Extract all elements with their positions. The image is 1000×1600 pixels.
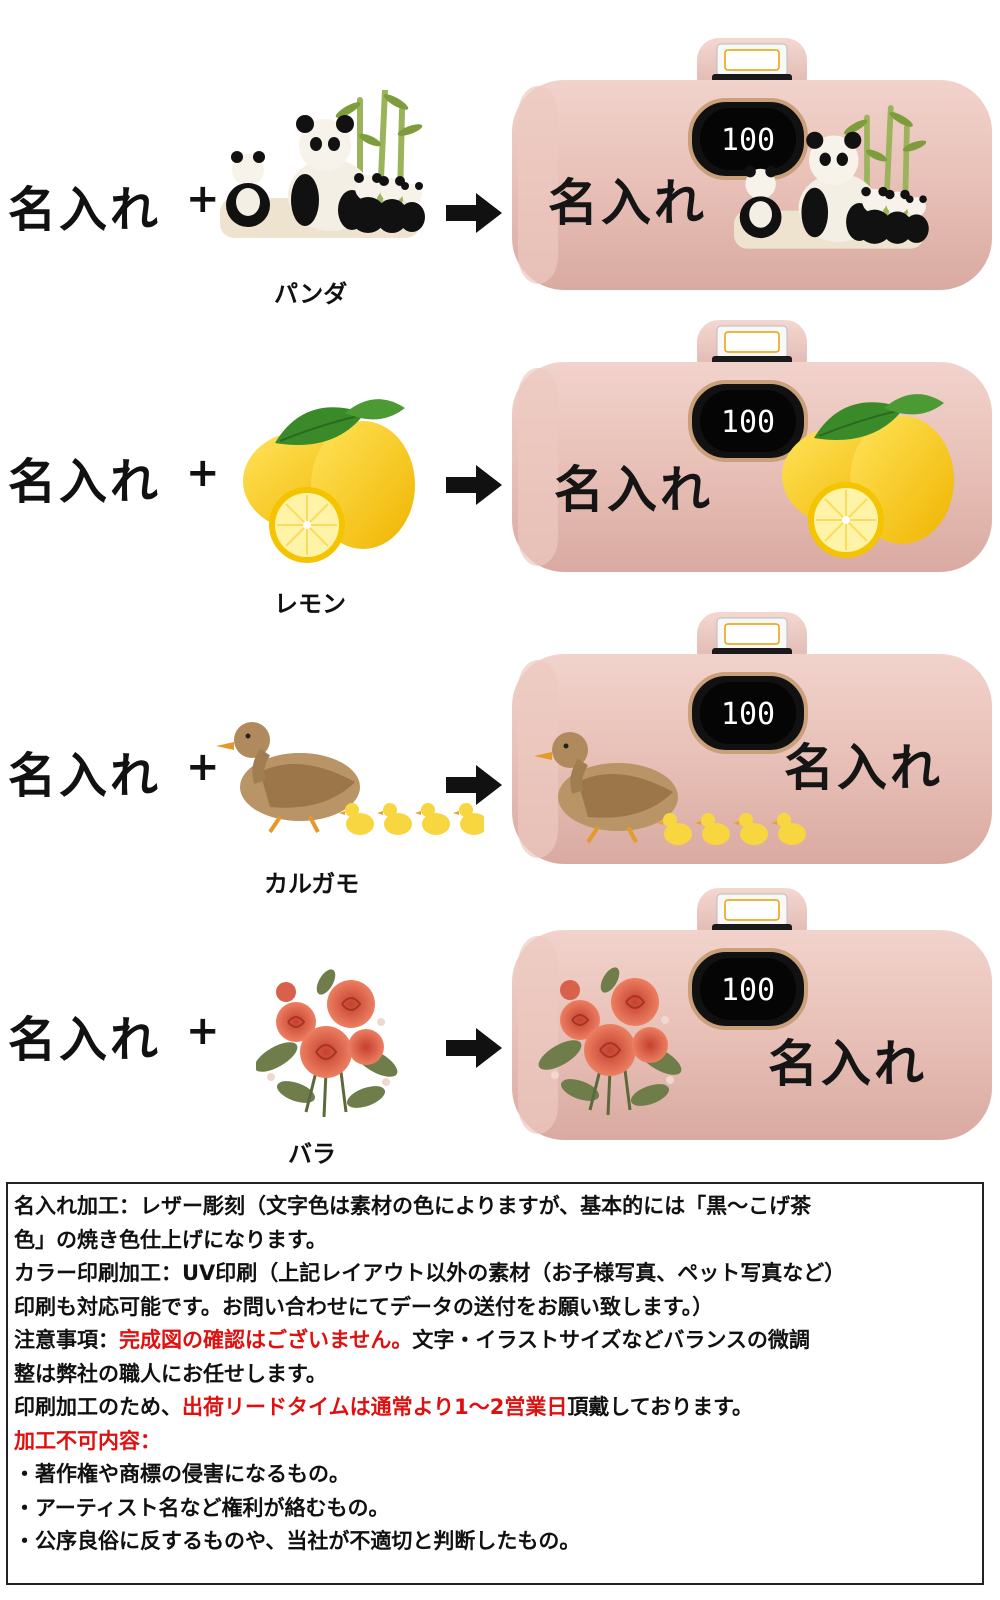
name-engraving-label: 名入れ <box>8 748 162 804</box>
engraved-name: 名入れ <box>784 739 943 797</box>
engraved-name: 名入れ <box>554 461 713 519</box>
name-engraving-label: 名入れ <box>8 1012 162 1068</box>
warning-text: 出荷リードタイムは通常より1～2営業日 <box>182 1395 568 1419</box>
plus-sign: + <box>186 176 220 222</box>
plus-sign: + <box>186 1008 220 1054</box>
notes-box: 名入れ加工：レザー彫刻（文字色は素材の色によりますが、基本的には「黒～こげ茶 色… <box>6 1182 984 1585</box>
name-engraving-label: 名入れ <box>8 454 162 510</box>
battery-display: 100 <box>721 405 775 440</box>
power-bank-preview: 100 名入れ <box>510 610 994 866</box>
duck-illustration <box>214 712 484 844</box>
arrow-right-icon <box>446 465 502 505</box>
power-bank-preview: 100 名入れ <box>510 318 994 574</box>
note-line: ・著作権や商標の侵害になるもの。 <box>14 1462 350 1486</box>
design-caption: カルガモ <box>264 870 360 898</box>
battery-display: 100 <box>721 697 775 732</box>
note-heading-red: 加工不可内容： <box>14 1428 161 1453</box>
rose-illustration <box>256 964 404 1119</box>
panda-illustration <box>220 90 425 245</box>
example-row-rose: 名入れ + バラ 100 名入れ <box>0 886 1000 1180</box>
note-line: 色」の焼き色仕上げになります。 <box>14 1227 327 1252</box>
note-line: 整は弊社の職人にお任せします。 <box>14 1361 327 1386</box>
note-line: 印刷も対応可能です。お問い合わせにてデータの送付をお願い致します。） <box>14 1294 714 1319</box>
note-line: ・アーティスト名など権利が絡むもの。 <box>14 1495 390 1520</box>
note-line: 名入れ加工：レザー彫刻（文字色は素材の色によりますが、基本的には「黒～こげ茶 <box>14 1194 812 1218</box>
note-text: 印刷加工のため、 <box>14 1395 182 1419</box>
arrow-right-icon <box>446 193 502 233</box>
power-bank-preview: 100 名入れ <box>510 36 994 292</box>
note-line: ・公序良俗に反するものや、当社が不適切と判断したもの。 <box>14 1529 581 1553</box>
note-line: 注意事項：完成図の確認はございません。文字・イラストサイズなどバランスの微調 <box>14 1324 976 1358</box>
arrow-right-icon <box>446 765 502 805</box>
note-text: 文字・イラストサイズなどバランスの微調 <box>412 1328 810 1352</box>
engraved-name: 名入れ <box>768 1035 927 1093</box>
engraved-name: 名入れ <box>548 174 707 232</box>
example-row-lemon: 名入れ + レモン 100 名入れ <box>0 318 1000 618</box>
power-bank-preview: 100 名入れ <box>510 886 994 1142</box>
battery-display: 100 <box>721 973 775 1008</box>
example-row-duck: 名入れ + カルガモ 100 名入れ <box>0 610 1000 902</box>
battery-display: 100 <box>721 123 775 158</box>
note-line: カラー印刷加工：UV印刷（上記レイアウト以外の素材（お子様写真、ペット写真など） <box>14 1261 846 1285</box>
name-engraving-label: 名入れ <box>8 182 162 238</box>
example-row-panda: 名入れ + パンダ 100 名入れ <box>0 30 1000 320</box>
design-caption: パンダ <box>274 280 348 308</box>
design-caption: バラ <box>288 1140 336 1168</box>
note-text: 頂戴しております。 <box>567 1395 754 1419</box>
lemon-illustration <box>242 398 415 563</box>
plus-sign: + <box>186 450 220 496</box>
arrow-right-icon <box>446 1028 502 1068</box>
design-caption: レモン <box>274 590 346 618</box>
warning-text: 完成図の確認はございません。 <box>119 1328 413 1352</box>
note-heading: 注意事項： <box>14 1328 119 1352</box>
plus-sign: + <box>186 744 220 790</box>
note-line: 印刷加工のため、出荷リードタイムは通常より1～2営業日頂戴しております。 <box>14 1391 976 1425</box>
